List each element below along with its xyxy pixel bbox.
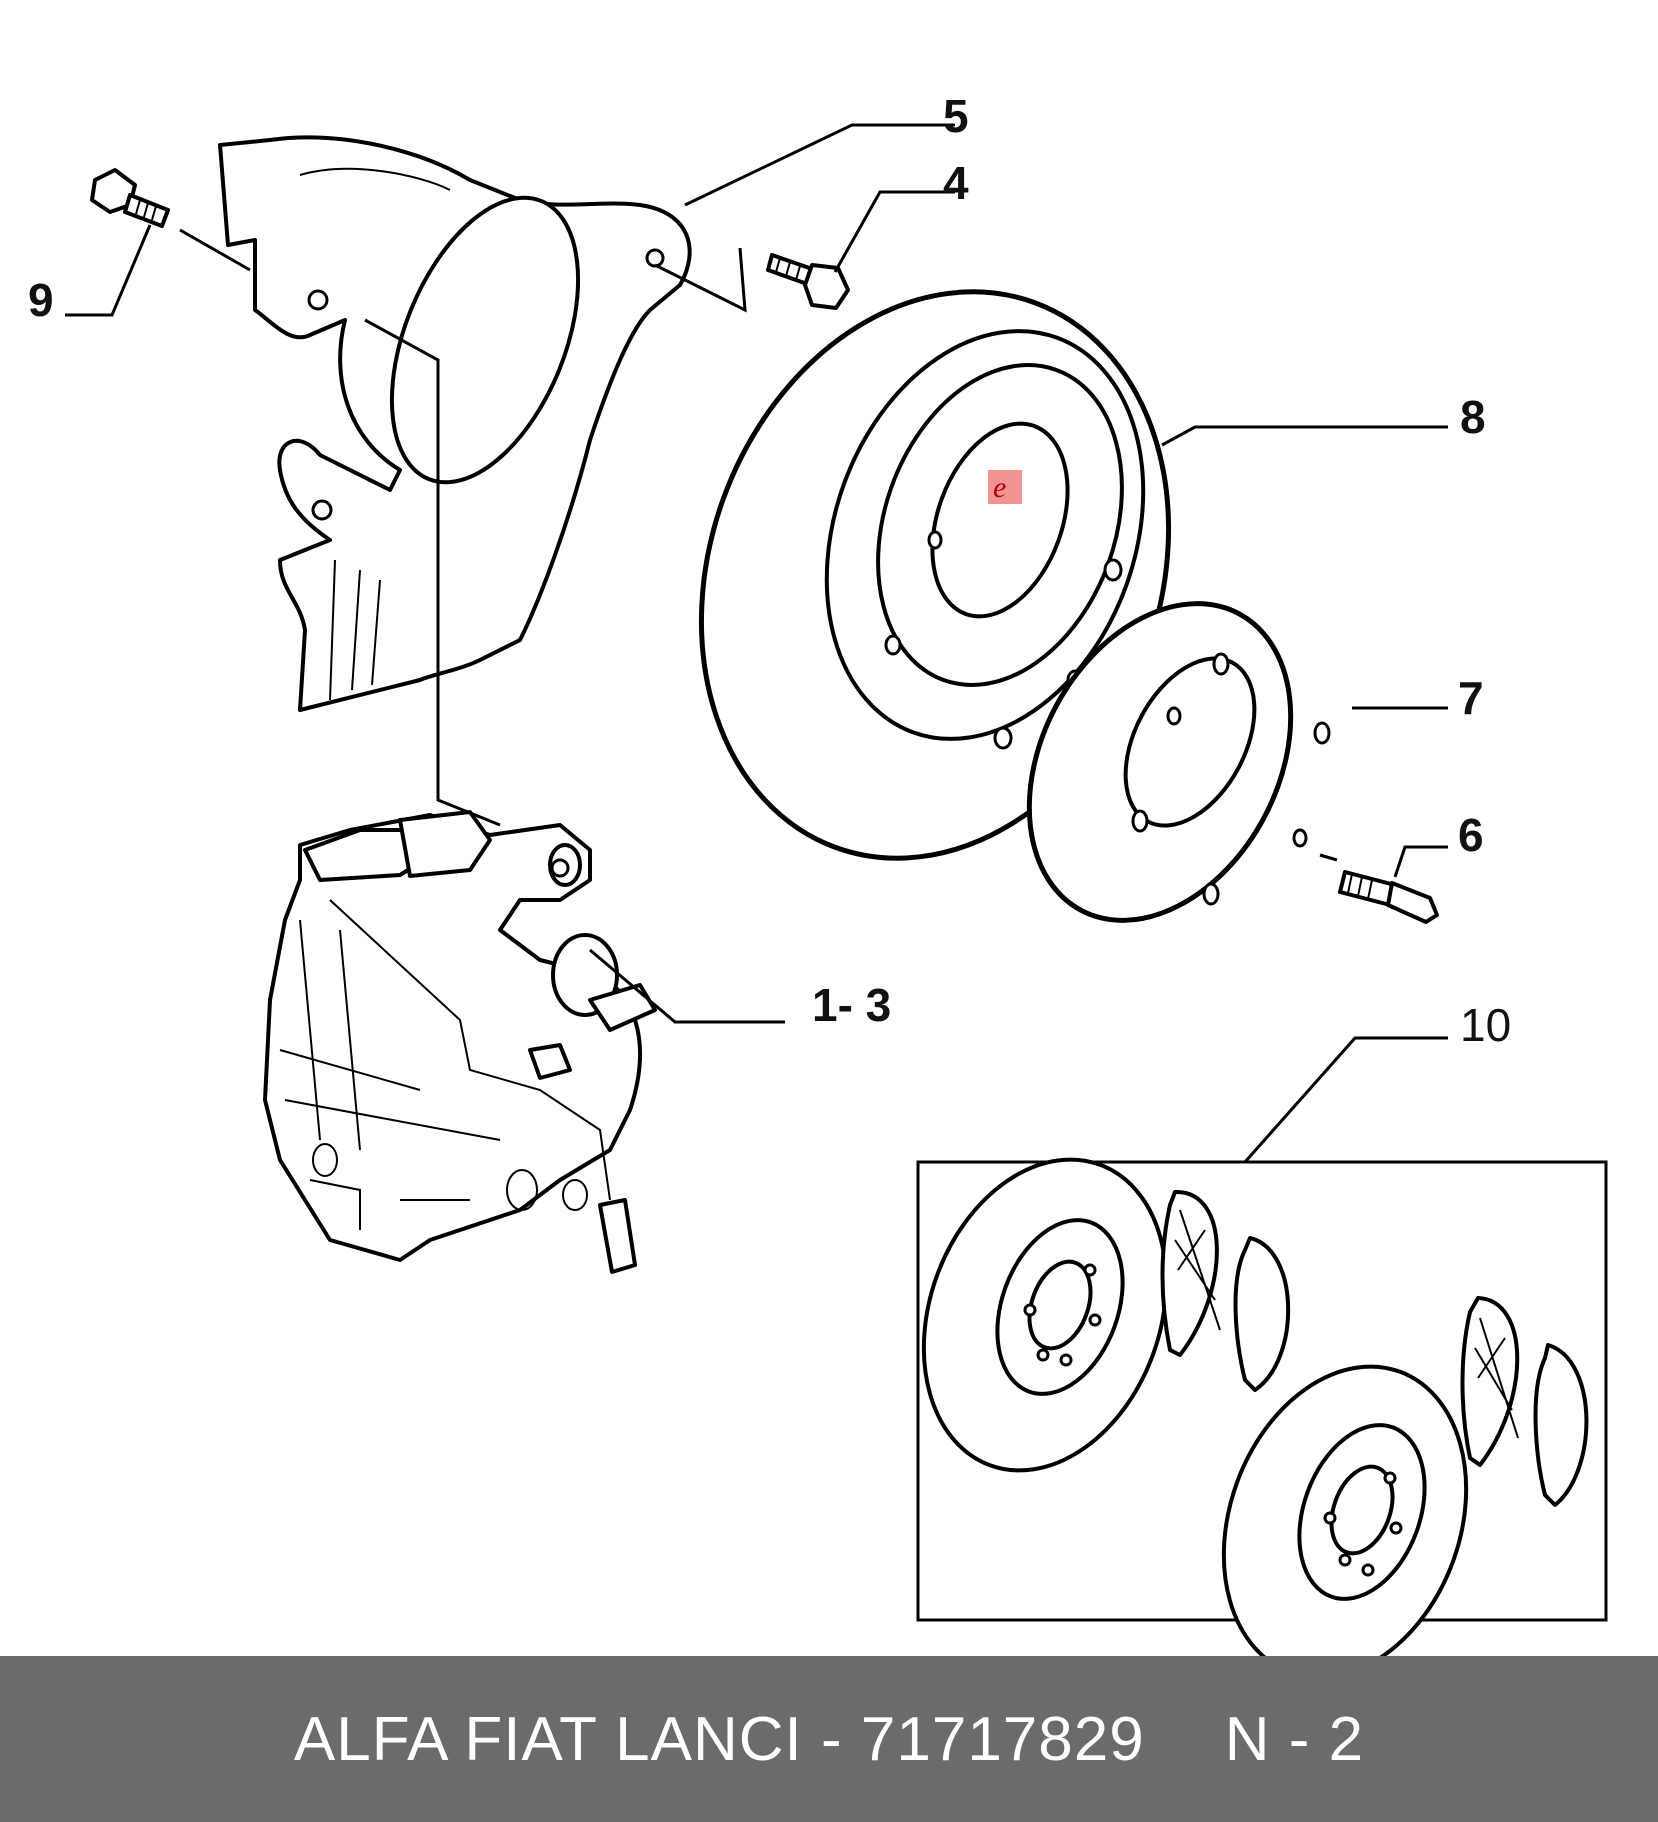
leader-lines [65,123,1448,1163]
callout-1-3: 1- 3 [812,979,892,1031]
kit-inset [916,1157,1608,1656]
callout-10: 10 [1460,999,1512,1051]
callout-6: 6 [1458,809,1484,861]
stud-6 [1338,870,1439,924]
footer-bar: ALFA FIAT LANCI - 71717829 N - 2 [0,1656,1658,1822]
callout-5: 5 [943,90,969,142]
exploded-parts-diagram: e [65,123,1608,1656]
spacer-ring [1026,601,1331,923]
page-code-text: N - 2 [1224,1704,1365,1774]
bolt-4 [766,253,850,310]
callout-8: 8 [1460,391,1486,443]
callout-7: 7 [1458,672,1484,724]
callout-4: 4 [943,157,969,209]
callout-9: 9 [28,274,54,326]
bolt-9 [90,168,170,228]
part-number-text: ALFA FIAT LANCI - 71717829 [293,1704,1145,1774]
dust-shield [218,135,692,712]
marking-highlight [988,470,1022,504]
svg-text:e: e [993,471,1006,504]
brake-caliper [263,810,657,1274]
